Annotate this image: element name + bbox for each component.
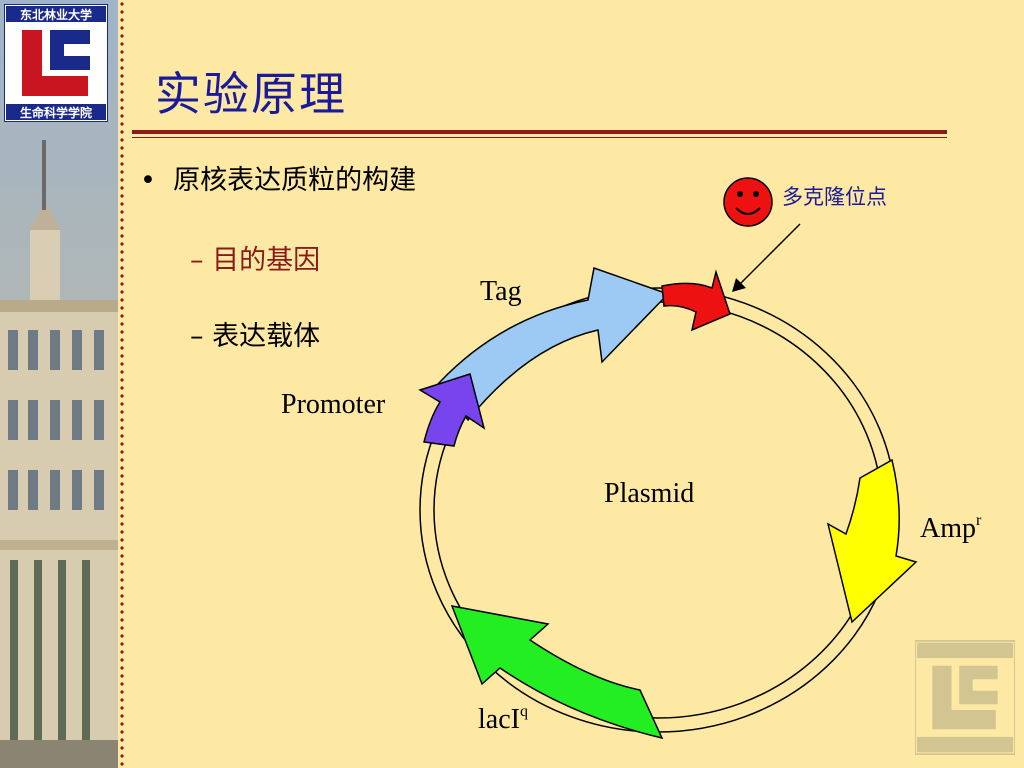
- sub-item-target-gene: – 目的基因: [190, 238, 320, 277]
- bullet-marker: •: [140, 165, 156, 196]
- dotted-border: [118, 0, 126, 768]
- pointer-arrow-icon: [732, 223, 801, 292]
- sub-item-vector: – 表达载体: [190, 314, 320, 353]
- laci-label: lacIq: [478, 703, 528, 735]
- laci-label-sup: q: [520, 703, 528, 720]
- sub-text: 目的基因: [212, 245, 321, 276]
- bullet-text: 原核表达质粒的构建: [173, 165, 417, 196]
- laci-label-main: lacI: [478, 704, 520, 735]
- plasmid-center-label: Plasmid: [604, 478, 694, 509]
- mcs-label: 多克隆位点: [782, 185, 887, 209]
- promoter-label: Promoter: [281, 389, 386, 420]
- promoter-arrow: [418, 373, 486, 447]
- title-divider-thin: [132, 137, 947, 138]
- sub-marker: –: [190, 321, 204, 352]
- amp-label-sup: r: [976, 512, 982, 529]
- logo-bottom-text: 生命科学学院: [19, 106, 92, 120]
- amp-label-main: Amp: [920, 513, 976, 544]
- laci-arrow: [450, 605, 664, 740]
- slide-title: 实验原理: [155, 67, 347, 121]
- mcs-arrow: [661, 269, 731, 332]
- amp-label: Ampr: [920, 512, 982, 544]
- logo-top-text: 东北林业大学: [19, 8, 92, 22]
- building-image: [0, 0, 118, 768]
- bullet-item: • 原核表达质粒的构建: [140, 158, 416, 197]
- smiley-icon: [723, 177, 773, 227]
- tag-label: Tag: [480, 276, 522, 307]
- university-logo: [4, 4, 108, 122]
- title-divider: [132, 130, 947, 134]
- left-decor-strip: [0, 0, 118, 768]
- sub-marker: –: [190, 245, 204, 276]
- sub-text: 表达载体: [212, 321, 321, 352]
- watermark-logo: [915, 640, 1015, 755]
- amp-arrow: [826, 458, 918, 624]
